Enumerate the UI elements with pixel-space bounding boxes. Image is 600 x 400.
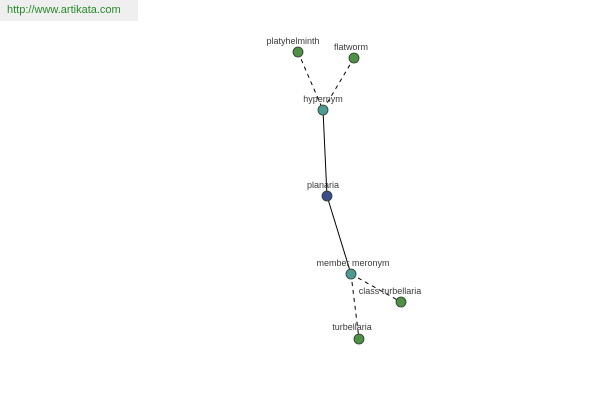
edge-flatworm-to-hypernym xyxy=(322,57,355,111)
node-label-platyhelminth[interactable]: platyhelminth xyxy=(266,36,319,46)
node-class-turbellaria[interactable] xyxy=(395,296,407,308)
node-planaria[interactable] xyxy=(321,190,333,202)
node-label-planaria[interactable]: planaria xyxy=(307,180,339,190)
node-label-turbellaria[interactable]: turbellaria xyxy=(332,322,372,332)
edge-member-meronym-to-class-turbellaria xyxy=(350,273,402,303)
node-label-flatworm[interactable]: flatworm xyxy=(334,42,368,52)
node-platyhelminth[interactable] xyxy=(292,46,304,58)
node-member-meronym[interactable] xyxy=(345,268,357,280)
node-label-hypernym[interactable]: hypernym xyxy=(303,94,343,104)
edge-planaria-to-member-meronym xyxy=(326,195,352,275)
nodes-layer xyxy=(292,46,407,345)
site-url-link[interactable]: http://www.artikata.com xyxy=(0,0,138,21)
edge-platyhelminth-to-hypernym xyxy=(297,51,324,111)
node-turbellaria[interactable] xyxy=(353,333,365,345)
node-flatworm[interactable] xyxy=(348,52,360,64)
edge-hypernym-to-planaria xyxy=(322,109,328,197)
edges-layer xyxy=(297,51,402,340)
node-hypernym[interactable] xyxy=(317,104,329,116)
node-label-member-meronym[interactable]: member meronym xyxy=(316,258,389,268)
edge-member-meronym-to-turbellaria xyxy=(350,273,360,340)
labels-layer: platyhelminth flatworm hypernym planaria mem… xyxy=(266,36,421,332)
node-label-class-turbellaria[interactable]: class turbellaria xyxy=(359,286,422,296)
